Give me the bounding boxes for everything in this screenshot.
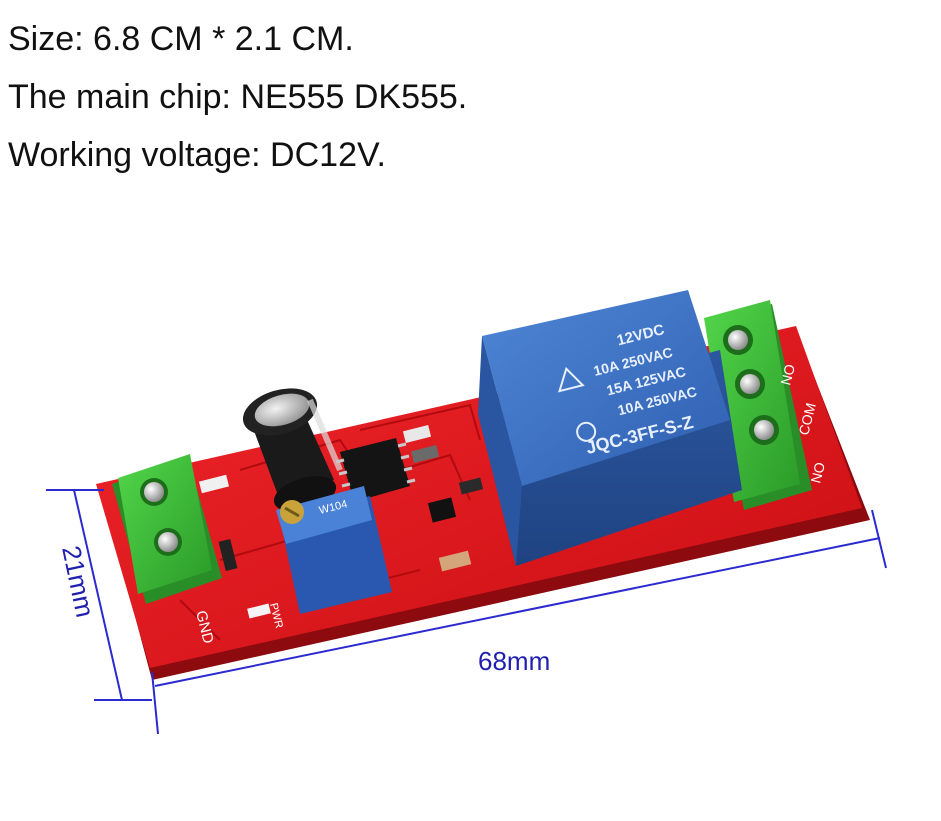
screw-icon — [158, 532, 178, 552]
spec-size-text: Size: 6.8 CM * 2.1 CM. — [8, 20, 354, 58]
smd-resistor — [410, 445, 440, 463]
ne555-chip — [335, 438, 416, 502]
smd-components — [198, 425, 484, 619]
relay: 12VDC 10A 250VAC 15A 125VAC 10A 250VAC J… — [478, 290, 742, 566]
smd-power-led — [247, 603, 271, 619]
dimension-lines — [46, 489, 887, 735]
smd-resistor — [198, 474, 230, 494]
left-terminal-block — [112, 454, 222, 604]
warning-triangle-icon — [558, 366, 585, 393]
smd-capacitor — [438, 550, 472, 572]
width-dimension-label: 21mm — [56, 543, 100, 620]
screw-icon — [740, 374, 760, 394]
no-top-label: NO — [777, 362, 798, 386]
screw-icon — [754, 420, 774, 440]
potentiometer: W104 — [276, 486, 392, 614]
cqc-mark-icon — [576, 421, 597, 442]
screw-icon — [144, 482, 164, 502]
smd-transistor — [427, 497, 457, 523]
screw-icon — [728, 330, 748, 350]
smd-led — [402, 425, 432, 443]
spec-main-chip-text: The main chip: NE555 DK555. — [8, 78, 468, 116]
smd-diode — [458, 477, 484, 495]
spec-working-voltage-text: Working voltage: DC12V. — [8, 136, 386, 174]
smd-diode — [218, 538, 238, 572]
length-dimension-label: 68mm — [478, 646, 550, 676]
no-bottom-label: NO — [807, 460, 828, 484]
com-label: COM — [795, 401, 818, 437]
